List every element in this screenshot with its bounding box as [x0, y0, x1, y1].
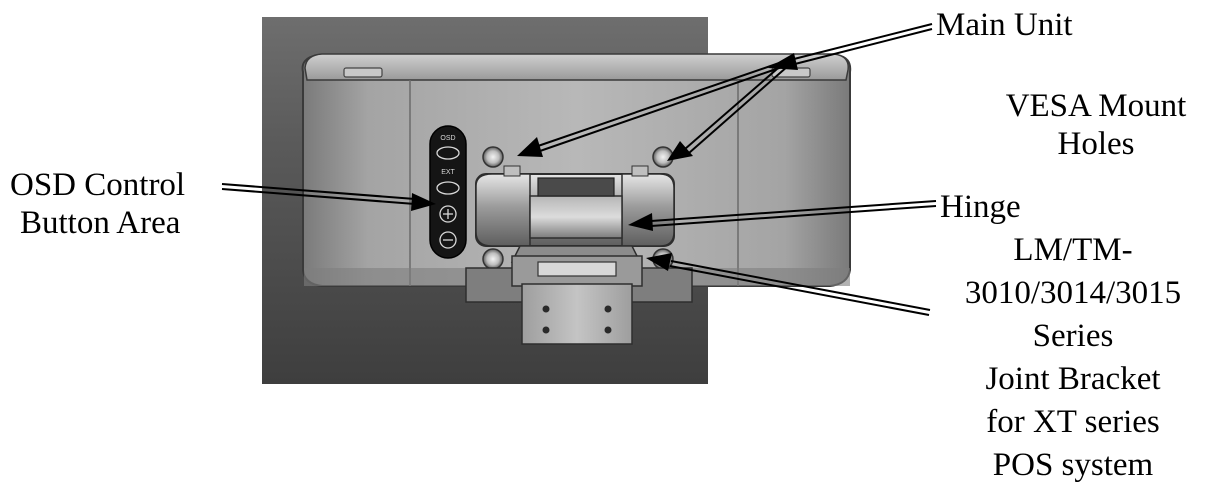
label-osd-control-button-area: OSD Control Button Area: [10, 166, 185, 242]
ext-marking: EXT: [441, 169, 455, 176]
osd-button-strip: [429, 125, 467, 259]
label-bracket-line: POS system: [992, 447, 1154, 483]
label-osd-line1: OSD Control: [10, 167, 186, 203]
label-joint-bracket: LM/TM- 3010/3014/3015 Series Joint Brack…: [942, 229, 1204, 487]
hinge-knuckle-left: [475, 173, 531, 247]
label-bracket-line: Series: [1032, 318, 1114, 354]
bracket-screw-hole: [604, 326, 612, 334]
arrow-vesa-left: [517, 61, 783, 157]
osd-marking: OSD: [440, 135, 455, 142]
bracket-screw-hole: [542, 305, 550, 313]
osd-button: [436, 146, 460, 160]
label-bracket-line: LM/TM-: [1013, 232, 1133, 268]
label-vesa-mount-holes: VESA Mount Holes: [986, 87, 1206, 163]
bracket-screw-hole: [542, 326, 550, 334]
label-vesa-line2: Holes: [1057, 126, 1135, 162]
label-vesa-line1: VESA Mount: [1005, 88, 1187, 124]
vesa-hole-bottom-left: [482, 248, 504, 270]
bracket-clip: [537, 261, 617, 277]
bracket-plate: [521, 283, 633, 345]
label-main-unit: Main Unit: [936, 7, 1073, 43]
label-bracket-line: 3010/3014/3015: [964, 275, 1182, 311]
ext-button: [436, 181, 460, 195]
hinge-top-slot: [537, 177, 615, 197]
hinge-knuckle-right: [621, 173, 675, 247]
label-bracket-line: for XT series: [986, 404, 1160, 440]
arrow-bracket: [646, 253, 931, 316]
hinge-drum: [529, 195, 623, 239]
label-bracket-line: Joint Bracket: [985, 361, 1161, 397]
arrow-osd: [221, 183, 436, 211]
label-hinge: Hinge: [940, 189, 1021, 225]
bracket-screw-hole: [604, 305, 612, 313]
minus-button: [439, 231, 457, 249]
arrow-vesa-right: [667, 61, 789, 161]
plus-button: [439, 205, 457, 223]
rim-clip-left: [343, 67, 383, 78]
label-osd-line2: Button Area: [20, 205, 181, 241]
arrow-hinge: [628, 200, 937, 231]
arrow-main-unit: [768, 23, 933, 70]
vesa-hole-top-left: [482, 146, 504, 168]
